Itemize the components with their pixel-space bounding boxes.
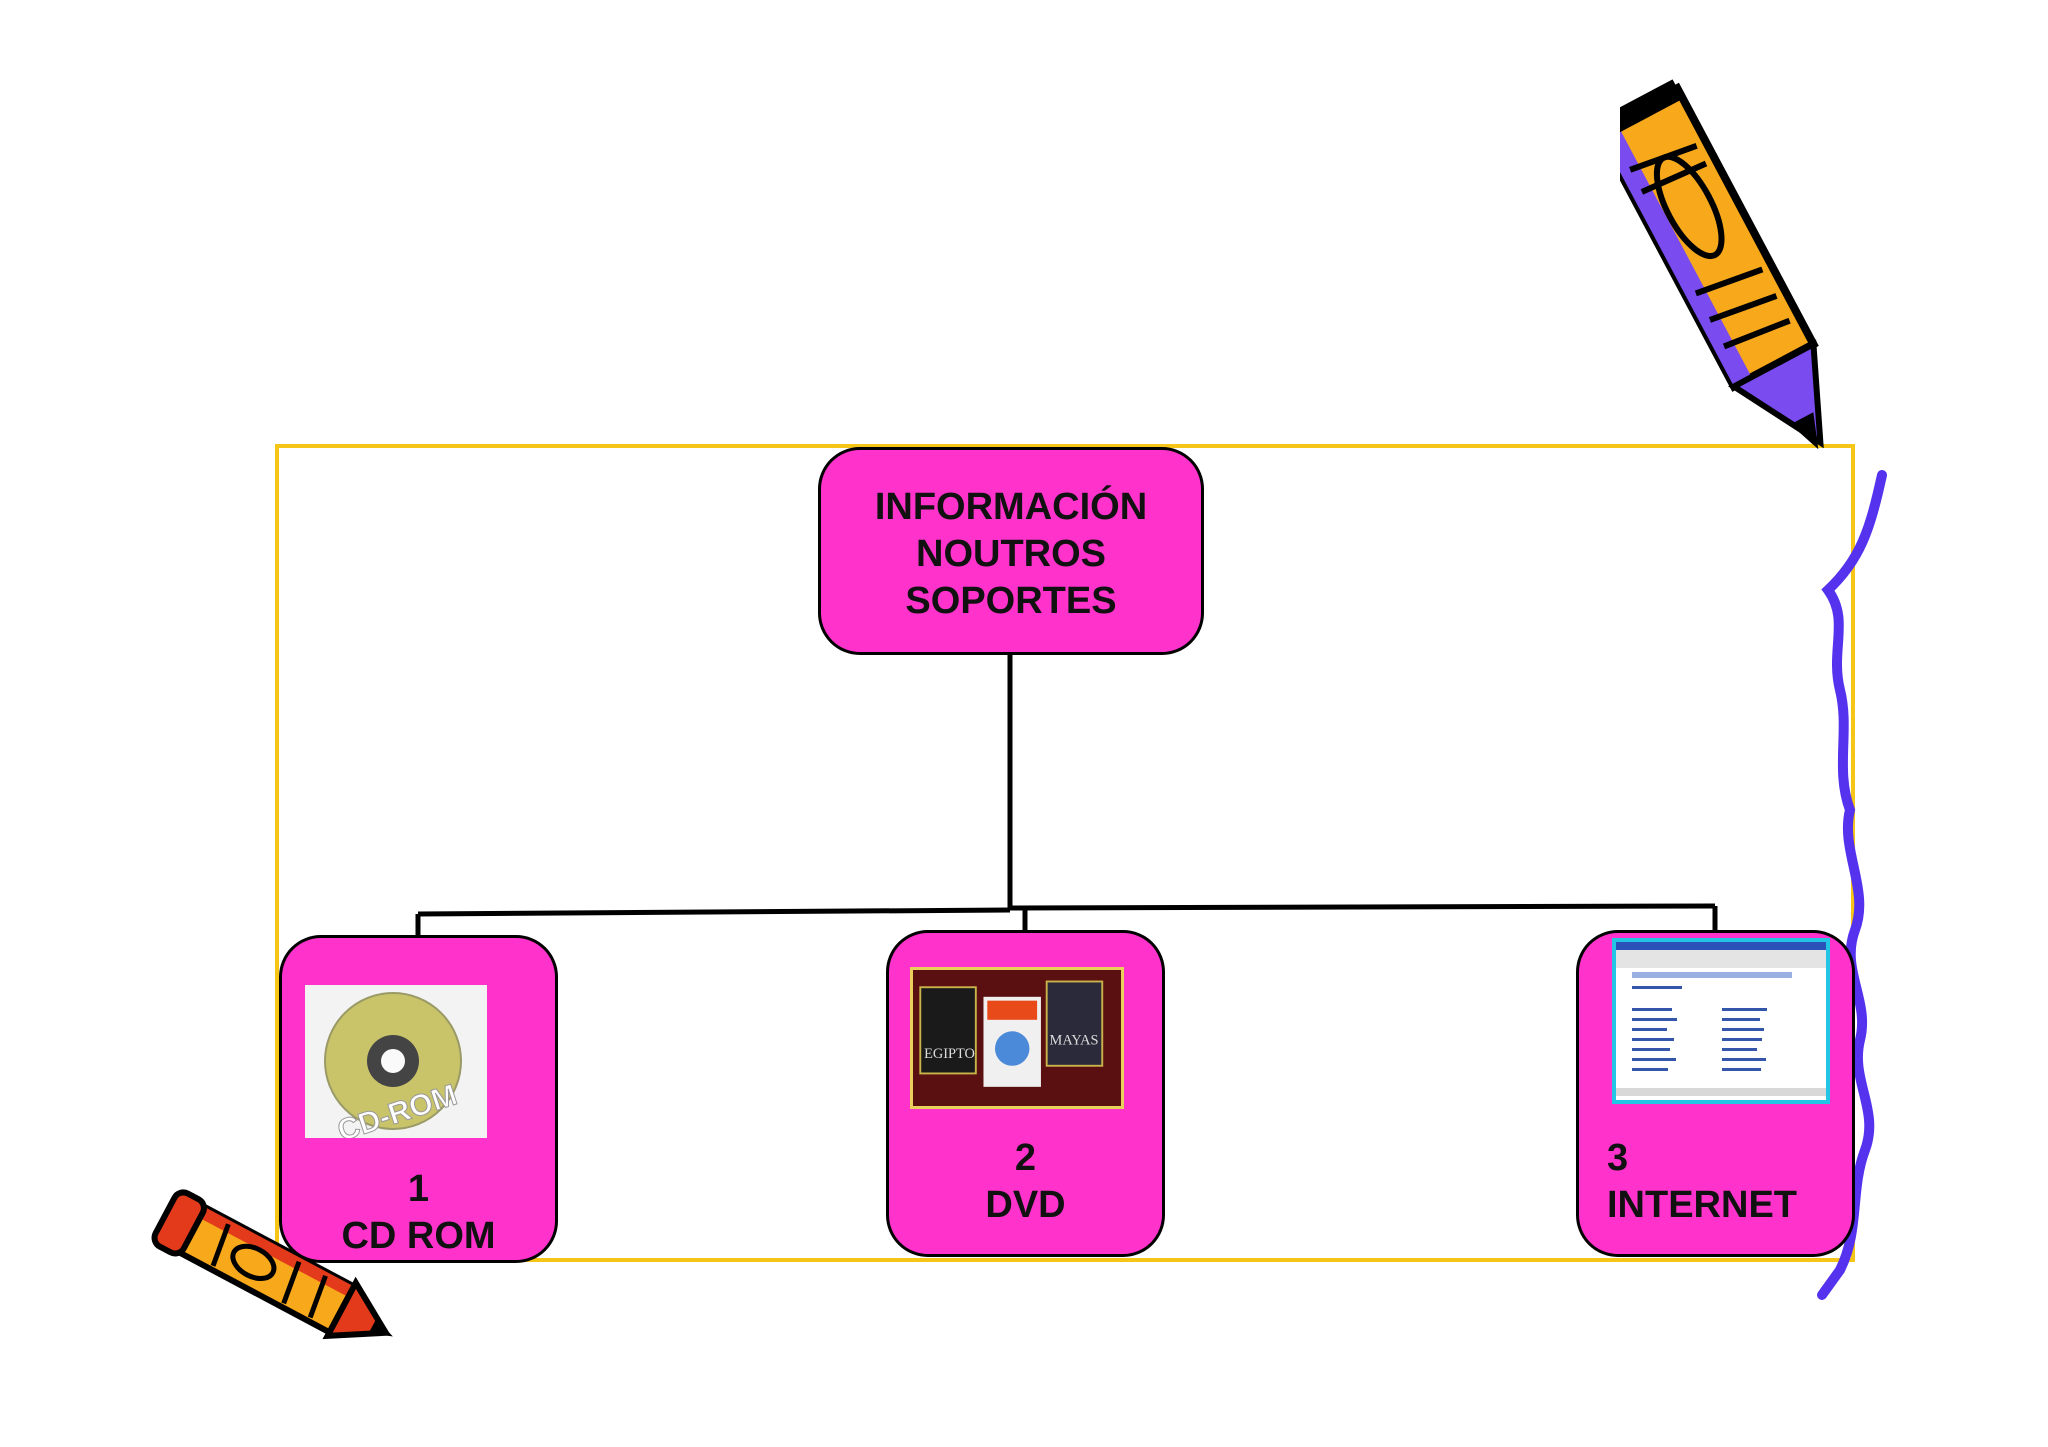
pencil-icon-large [1620, 79, 1824, 450]
node-label: DVD [985, 1184, 1066, 1226]
pencil-icon-small [151, 1189, 393, 1340]
dvd-cover-text-2: MAYAS [1050, 1033, 1099, 1049]
web-page-screenshot-image [1612, 938, 1830, 1104]
cd-rom-image: CD-ROM [305, 985, 487, 1138]
root-node: INFORMACIÓN NOUTROS SOPORTES [818, 447, 1204, 655]
node-number: 1 [407, 1168, 430, 1210]
dvd-covers-image: EGIPTO MAYAS [910, 967, 1124, 1109]
node-number: 2 [1014, 1137, 1037, 1179]
root-line-1: INFORMACIÓN [874, 486, 1148, 528]
node-number: 3 [1607, 1137, 1629, 1179]
root-line-3: SOPORTES [905, 580, 1117, 622]
root-line-2: NOUTROS [916, 533, 1106, 575]
node-label: CD ROM [341, 1215, 496, 1257]
node-label: INTERNET [1607, 1184, 1797, 1226]
squiggle-decoration [1817, 470, 1887, 1300]
dvd-cover-text-1: EGIPTO [924, 1046, 975, 1062]
